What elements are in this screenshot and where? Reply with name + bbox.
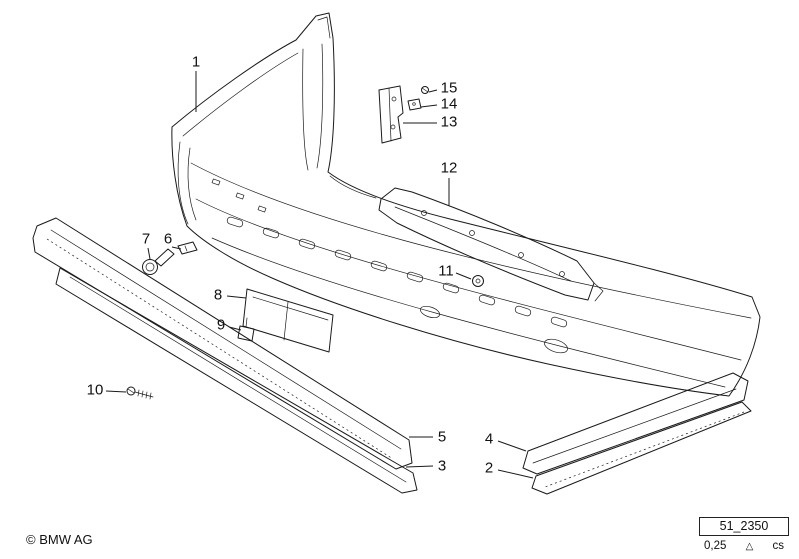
callout-7: 7 xyxy=(142,231,151,260)
callout-15: 15 xyxy=(428,80,458,97)
part-bumper-cover xyxy=(171,12,761,397)
part-screw-15 xyxy=(421,86,429,94)
callout-3: 3 xyxy=(405,458,446,475)
callout-leader-6 xyxy=(171,246,182,250)
part-trim-strip-left xyxy=(32,217,418,494)
callout-leader-7 xyxy=(147,247,151,260)
bumper-slots xyxy=(211,178,568,354)
callout-12: 12 xyxy=(441,160,458,206)
callout-11: 11 xyxy=(438,263,472,280)
callout-label-13: 13 xyxy=(441,114,458,131)
callout-label-11: 11 xyxy=(438,263,454,280)
callout-leader-3 xyxy=(405,465,434,468)
callout-label-8: 8 xyxy=(214,287,222,304)
part-screw-10 xyxy=(126,386,154,400)
callout-leader-4 xyxy=(497,440,527,452)
callout-label-12: 12 xyxy=(441,160,458,177)
part-grommet xyxy=(472,275,484,287)
callout-10: 10 xyxy=(87,382,127,399)
copyright: © BMW AG xyxy=(26,532,93,547)
part-code-box: 51_2350 xyxy=(699,517,789,536)
callout-label-9: 9 xyxy=(217,317,225,334)
callout-1: 1 xyxy=(192,54,200,112)
callout-label-5: 5 xyxy=(438,429,446,446)
callout-14: 14 xyxy=(420,96,458,113)
callout-leader-15 xyxy=(428,89,438,93)
callout-6: 6 xyxy=(164,231,182,250)
cs-label: cs xyxy=(772,540,785,552)
footer-info-row: 0,25 △ cs xyxy=(699,540,789,552)
part-trim-strip-right xyxy=(522,372,752,495)
part-clip-14 xyxy=(407,98,422,111)
part-clip-6 xyxy=(177,241,198,255)
callout-label-10: 10 xyxy=(87,382,104,399)
callout-8: 8 xyxy=(214,287,247,304)
callout-label-7: 7 xyxy=(142,231,150,248)
callout-label-2: 2 xyxy=(485,460,493,477)
callout-leader-9 xyxy=(228,326,242,331)
callout-4: 4 xyxy=(485,431,527,452)
part-bracket xyxy=(378,85,404,144)
callout-label-4: 4 xyxy=(485,431,493,448)
callout-leader-14 xyxy=(420,104,438,108)
callout-leader-11 xyxy=(455,272,472,280)
callout-label-14: 14 xyxy=(441,96,458,113)
callout-label-6: 6 xyxy=(164,231,172,248)
part-reinforcement xyxy=(378,187,604,302)
callout-label-3: 3 xyxy=(438,458,446,475)
warning-triangle-icon: △ xyxy=(745,540,754,552)
callout-label-1: 1 xyxy=(192,54,200,71)
part-towing-eye xyxy=(142,248,175,275)
callout-5: 5 xyxy=(409,429,446,446)
quantity-label: 0,25 xyxy=(704,540,727,552)
callout-leader-10 xyxy=(105,390,127,393)
callout-13: 13 xyxy=(403,114,457,131)
part-cover-plate xyxy=(242,288,334,353)
callout-leader-8 xyxy=(226,295,247,299)
callout-label-15: 15 xyxy=(441,80,458,97)
callout-9: 9 xyxy=(217,317,242,334)
callout-2: 2 xyxy=(485,460,534,479)
callout-leader-2 xyxy=(497,469,534,479)
